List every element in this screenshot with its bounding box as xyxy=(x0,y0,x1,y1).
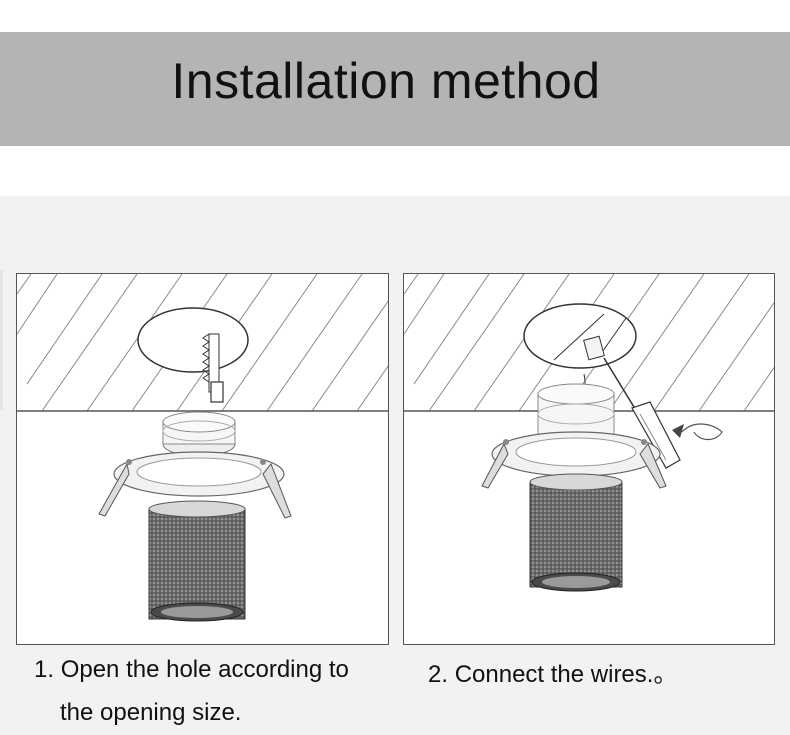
header-band xyxy=(0,32,790,146)
step-2-text-line1: Connect the wires.。 xyxy=(454,661,678,688)
step-1-text-line2: the opening size. xyxy=(60,699,242,726)
edge-divider xyxy=(0,270,3,410)
downlight-fixture xyxy=(481,383,667,592)
step-1-caption-line2: the opening size. xyxy=(60,691,241,734)
step-1-number: 1. xyxy=(34,656,55,683)
ceiling-hatch xyxy=(17,274,388,411)
step-2-caption: 2. Connect the wires.。 xyxy=(428,653,677,696)
ceiling-hole xyxy=(137,307,249,373)
step-1-illustration xyxy=(17,274,388,622)
step-2-illustration-panel xyxy=(403,273,775,645)
terminal-block xyxy=(583,335,605,361)
page-title: Installation method xyxy=(171,53,601,109)
step-1-text-line1: Open the hole according to xyxy=(60,656,349,683)
step-1-caption: 1. Open the hole according to xyxy=(34,648,349,691)
saw-icon xyxy=(202,333,224,403)
step-1-illustration-panel xyxy=(16,273,389,645)
downlight-fixture xyxy=(98,411,292,622)
rotate-arrow-icon xyxy=(681,423,723,441)
step-2-number: 2. xyxy=(428,661,449,688)
step-2-illustration xyxy=(404,274,774,592)
